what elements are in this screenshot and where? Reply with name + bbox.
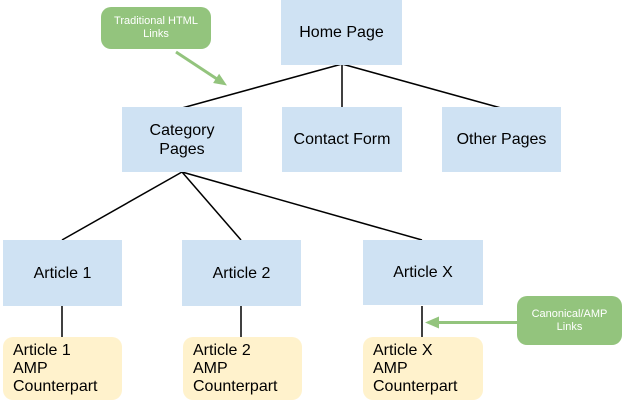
node-label: Home Page bbox=[299, 24, 384, 41]
link-category-to-article-x bbox=[181, 171, 423, 241]
node-label: Article 2 AMP Counterpart bbox=[193, 341, 278, 395]
callout-label: Traditional HTML Links bbox=[114, 15, 198, 40]
node-label: Article X bbox=[393, 264, 453, 281]
node-label: Article 1 AMP Counterpart bbox=[13, 341, 98, 395]
canonical-links-arrowhead-icon bbox=[425, 316, 439, 329]
node-label: Other Pages bbox=[456, 131, 547, 148]
callout-arrows bbox=[175, 50, 517, 329]
node-contact-form: Contact Form bbox=[282, 107, 402, 172]
link-home-to-category bbox=[181, 63, 343, 109]
node-article-x: Article X bbox=[363, 240, 483, 305]
callout-label: Canonical/AMP Links bbox=[531, 307, 608, 333]
html-link-lines bbox=[61, 63, 502, 337]
node-article-1-amp-counterpart: Article 1 AMP Counterpart bbox=[3, 337, 122, 400]
node-article-2: Article 2 bbox=[182, 240, 301, 306]
callout-traditional-html-links: Traditional HTML Links bbox=[101, 7, 211, 49]
node-label: Category Pages bbox=[149, 121, 215, 158]
node-label: Article X AMP Counterpart bbox=[373, 341, 458, 395]
node-label: Article 1 bbox=[33, 264, 92, 282]
node-other-pages: Other Pages bbox=[442, 107, 561, 172]
traditional-links-arrowhead-icon bbox=[213, 73, 227, 86]
node-label: Article 2 bbox=[212, 264, 271, 282]
node-article-1: Article 1 bbox=[3, 240, 122, 306]
node-home-page: Home Page bbox=[281, 0, 402, 65]
link-home-to-other bbox=[341, 63, 502, 109]
node-article-x-amp-counterpart: Article X AMP Counterpart bbox=[363, 337, 483, 400]
node-category-pages: Category Pages bbox=[122, 107, 242, 172]
traditional-links-arrow-line bbox=[175, 50, 218, 81]
node-label: Contact Form bbox=[293, 131, 391, 148]
callout-canonical-amp-links: Canonical/AMP Links bbox=[517, 296, 622, 345]
node-article-2-amp-counterpart: Article 2 AMP Counterpart bbox=[183, 337, 302, 400]
link-category-to-article-1 bbox=[61, 171, 183, 241]
link-category-to-article-2 bbox=[181, 171, 242, 241]
